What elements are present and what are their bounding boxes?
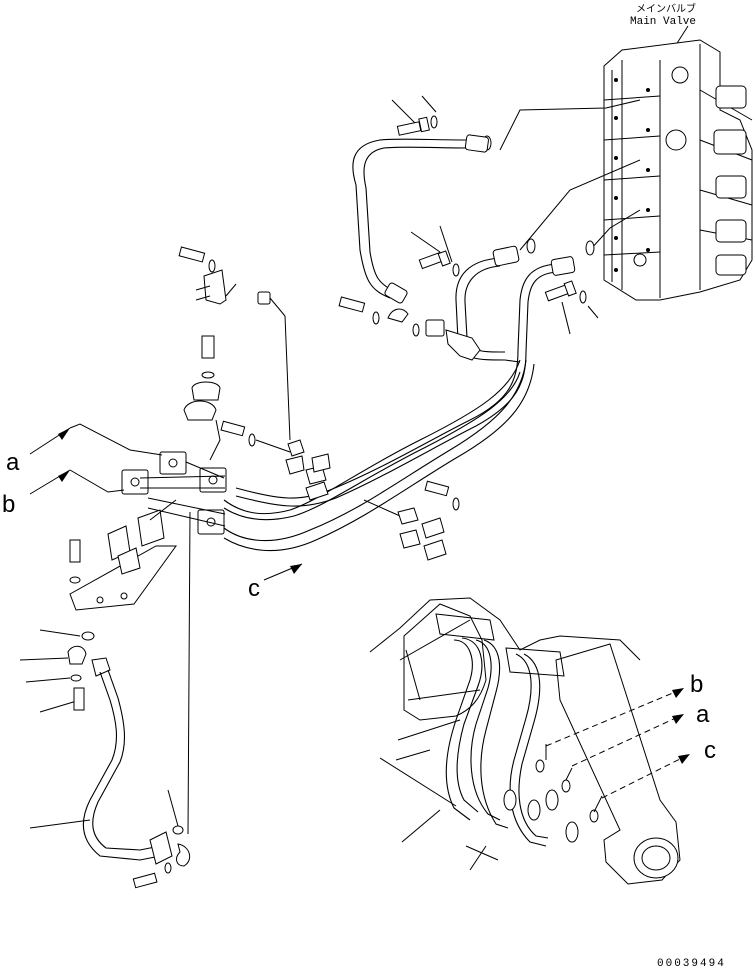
hose-upper <box>352 134 489 304</box>
tee-joint-group <box>338 296 481 361</box>
boom-body <box>403 603 487 721</box>
leader-c-mid <box>263 563 303 581</box>
hose-lower-left <box>19 511 191 889</box>
o-ring-3 <box>585 240 595 256</box>
flange-4 <box>565 821 579 843</box>
hose-fitting-right <box>550 256 576 276</box>
leader-c-right <box>601 754 690 799</box>
installed-view <box>369 597 681 885</box>
drawing-number: 00039494 <box>657 958 726 970</box>
clamp-block-c <box>197 509 225 535</box>
hose-fitting-middle <box>492 245 520 267</box>
o-ring-2 <box>526 238 536 254</box>
hose-end-flange <box>91 657 111 677</box>
bolt-group-right <box>544 280 599 335</box>
leader-a-right <box>571 714 684 767</box>
callout-a-left: a <box>6 449 20 476</box>
solenoid-4 <box>715 219 747 243</box>
clamp-bolt-left <box>183 335 221 461</box>
adapter-fitting <box>425 319 445 337</box>
solenoid-5 <box>715 254 747 276</box>
solenoid-3 <box>715 175 747 199</box>
callout-c-mid: c <box>248 575 260 602</box>
bolt-group-mid <box>410 225 460 277</box>
flange-1 <box>503 789 517 811</box>
leader-b-right <box>545 688 684 747</box>
callout-a-right: a <box>696 701 710 728</box>
solenoid-1 <box>715 85 747 109</box>
valve-leader-lines <box>499 99 641 251</box>
solenoid-2 <box>713 129 747 155</box>
boom-cylinder <box>555 643 681 885</box>
clamp-block-a-left <box>159 451 227 493</box>
clamp-block-b-left <box>121 469 149 495</box>
main-valve-assembly: メインバルブ Main Valve <box>603 2 753 301</box>
callout-c-right: c <box>704 737 716 764</box>
bracket-plate-left <box>69 499 177 611</box>
main-valve-label-en: Main Valve <box>630 16 696 28</box>
bolt-top <box>396 121 422 136</box>
hose-fitting-upper <box>464 134 489 153</box>
callout-b-left: b <box>2 491 15 518</box>
flange-3 <box>545 789 559 811</box>
bolt-group-top <box>391 95 438 136</box>
center-clips <box>220 420 331 501</box>
bolt-vertical-1 <box>201 335 215 359</box>
long-hoses <box>223 359 535 552</box>
flange-2 <box>527 799 541 821</box>
main-valve-label-jp: メインバルブ <box>636 2 696 15</box>
tee-fitting <box>445 329 481 361</box>
bracket-top-left <box>178 246 291 441</box>
leader-b-left <box>29 469 125 495</box>
right-clips <box>363 480 460 561</box>
leader-a-left <box>29 423 163 456</box>
callout-b-right: b <box>690 671 703 698</box>
hose-right <box>469 256 576 427</box>
